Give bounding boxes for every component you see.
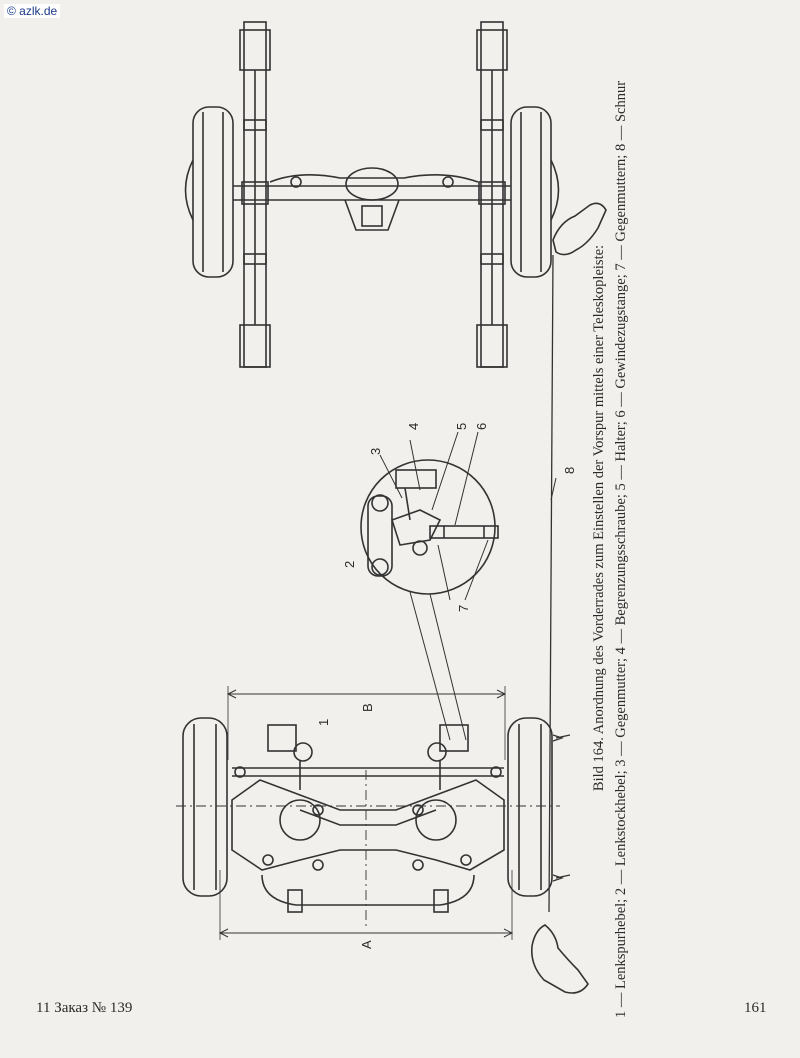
- watermark-label: © azlk.de: [4, 4, 61, 18]
- page-number: 161: [744, 1000, 767, 1016]
- detail-view: [360, 431, 557, 741]
- hand-bottom-icon: [530, 924, 589, 994]
- footer-signature: 11 Заказ № 139: [36, 1000, 133, 1016]
- callout-4: 4: [406, 423, 421, 430]
- callout-8: 8: [562, 467, 577, 474]
- caption-title: Bild 164. Anordnung des Vorderrades zum …: [591, 244, 607, 792]
- dimension-a-label: A: [359, 940, 374, 949]
- caption-legend: 1 — Lenkspurhebel; 2 — Lenkstockhebel; 3…: [613, 80, 629, 1018]
- callout-1: 1: [316, 719, 331, 726]
- callout-6: 6: [474, 423, 489, 430]
- dimension-b-label: B: [360, 703, 375, 712]
- hand-top-icon: [552, 202, 607, 256]
- rear-axle-view: [184, 21, 560, 368]
- front-axle-view: [176, 686, 571, 940]
- callout-2: 2: [342, 561, 357, 568]
- string-line-8: [548, 254, 554, 913]
- callout-3: 3: [368, 448, 383, 455]
- callout-5: 5: [454, 423, 469, 430]
- figure-caption: Bild 164. Anordnung des Vorderrades zum …: [588, 18, 648, 1018]
- callout-7: 7: [456, 605, 471, 612]
